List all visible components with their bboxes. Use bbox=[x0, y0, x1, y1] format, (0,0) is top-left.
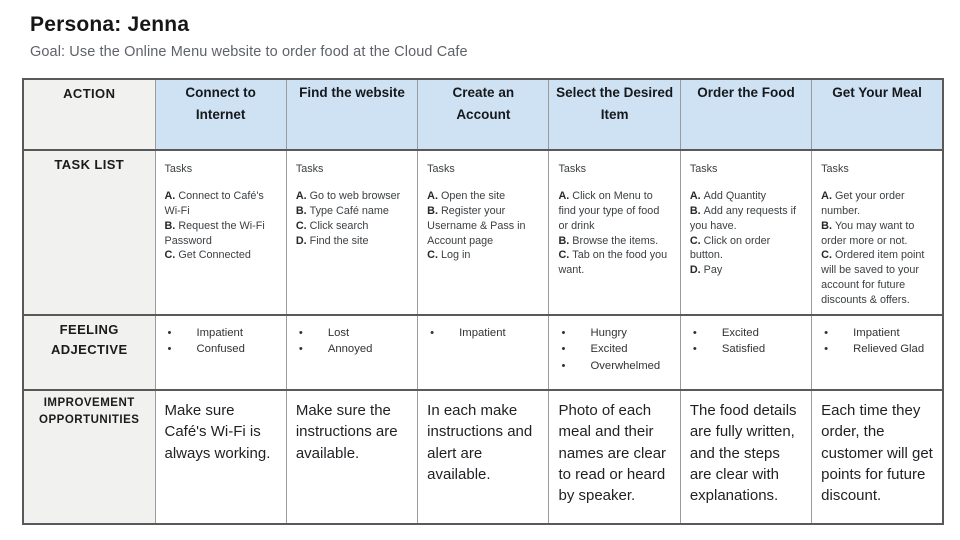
feelings-cell-connect: •Impatient •Confused bbox=[154, 314, 287, 392]
tasks-title: Tasks bbox=[427, 163, 455, 175]
journey-map-table: ACTION Connect to Internet Find the webs… bbox=[22, 78, 944, 526]
feeling-item: •Lost bbox=[299, 325, 413, 341]
tasks-cell-order-food: Tasks A.Add Quantity B.Add any requests … bbox=[679, 148, 813, 317]
improvement-row: IMPROVEMENT OPPORTUNITIES Make sure Café… bbox=[22, 389, 944, 526]
feeling-item: •Overwhelmed bbox=[561, 358, 675, 374]
tasks-title: Tasks bbox=[295, 163, 324, 175]
stage-header-connect: Connect to Internet bbox=[154, 78, 287, 151]
bullet-icon: • bbox=[561, 359, 566, 372]
feeling-item: •Satisfied bbox=[693, 341, 807, 357]
improvement-cell-order-food: The food details are fully written, and … bbox=[679, 389, 813, 526]
bullet-icon: • bbox=[298, 343, 303, 356]
feeling-item: •Hungry bbox=[561, 325, 675, 341]
bullet-icon: • bbox=[167, 327, 172, 340]
task-item: A.Get your order number. bbox=[821, 189, 905, 217]
task-item: B.Add any requests if you have. bbox=[689, 204, 797, 232]
stage-header-create-account: Create an Account bbox=[417, 78, 550, 151]
tasks-cell-get-meal: Tasks A.Get your order number. B.You may… bbox=[811, 148, 944, 317]
task-item: A.Click on Menu to find your type of foo… bbox=[558, 189, 660, 232]
feelings-cell-order-food: •Excited •Satisfied bbox=[679, 314, 813, 392]
feeling-item: •Impatient bbox=[430, 325, 544, 341]
task-item: C.Tab on the food you want. bbox=[558, 249, 668, 277]
improvement-cell-find-website: Make sure the instructions are available… bbox=[285, 389, 419, 526]
tasks-cell-create-account: Tasks A.Open the site B.Register your Us… bbox=[417, 148, 550, 317]
improvement-cell-create-account: In each make instructions and alert are … bbox=[417, 389, 550, 526]
bullet-icon: • bbox=[692, 327, 697, 340]
improvement-cell-get-meal: Each time they order, the customer will … bbox=[811, 389, 944, 526]
task-item: C.Get Connected bbox=[164, 249, 251, 262]
stage-header-find-website: Find the website bbox=[285, 78, 419, 151]
task-item: B.Type Café name bbox=[295, 204, 389, 217]
feelings-cell-get-meal: •Impatient •Relieved Glad bbox=[811, 314, 944, 392]
page-title: Persona: Jenna bbox=[30, 13, 190, 36]
bullet-icon: • bbox=[430, 327, 435, 340]
improvement-cell-connect: Make sure Café's Wi-Fi is always working… bbox=[154, 389, 287, 526]
task-item: A.Open the site bbox=[427, 189, 506, 202]
stage-header-order-food: Order the Food bbox=[679, 78, 813, 151]
task-item: B.Request the Wi-Fi Password bbox=[164, 219, 265, 247]
page-goal: Goal: Use the Online Menu website to ord… bbox=[30, 44, 468, 60]
tasks-title: Tasks bbox=[821, 163, 849, 175]
task-item: D.Pay bbox=[689, 264, 723, 277]
feeling-item: •Excited bbox=[693, 325, 807, 341]
task-item: D.Find the site bbox=[295, 234, 369, 247]
task-item: B.Browse the items. bbox=[558, 234, 659, 247]
tasks-cell-find-website: Tasks A.Go to web browser B.Type Café na… bbox=[285, 148, 419, 317]
row-label-feeling: FEELING ADJECTIVE bbox=[22, 314, 156, 392]
task-item: B.Register your Username & Pass in Accou… bbox=[427, 204, 526, 247]
task-list-row: TASK LIST Tasks A.Connect to Café's Wi-F… bbox=[22, 148, 944, 317]
bullet-icon: • bbox=[692, 343, 697, 356]
feeling-item: •Impatient bbox=[824, 325, 938, 341]
improvement-cell-select-item: Photo of each meal and their names are c… bbox=[548, 389, 681, 526]
row-label-task-list: TASK LIST bbox=[22, 148, 156, 317]
task-item: C.Log in bbox=[427, 249, 471, 262]
action-row: ACTION Connect to Internet Find the webs… bbox=[22, 78, 944, 151]
feeling-item: •Excited bbox=[561, 341, 675, 357]
bullet-icon: • bbox=[561, 327, 566, 340]
tasks-title: Tasks bbox=[558, 163, 587, 175]
row-label-improvement: IMPROVEMENT OPPORTUNITIES bbox=[22, 389, 156, 526]
stage-header-get-meal: Get Your Meal bbox=[811, 78, 944, 151]
task-item: B.You may want to order more or not. bbox=[821, 219, 915, 247]
tasks-title: Tasks bbox=[689, 163, 718, 175]
task-item: C.Click search bbox=[295, 219, 369, 232]
task-item: A.Go to web browser bbox=[295, 189, 401, 202]
feeling-row: FEELING ADJECTIVE •Impatient •Confused •… bbox=[22, 314, 944, 392]
task-item: C.Click on order button. bbox=[689, 234, 771, 262]
bullet-icon: • bbox=[824, 343, 829, 356]
feeling-item: •Confused bbox=[168, 341, 282, 357]
task-item: A.Add Quantity bbox=[689, 189, 767, 202]
feeling-item: •Annoyed bbox=[299, 341, 413, 357]
tasks-title: Tasks bbox=[164, 163, 193, 175]
feelings-cell-create-account: •Impatient bbox=[417, 314, 550, 392]
bullet-icon: • bbox=[167, 343, 172, 356]
feelings-cell-find-website: •Lost •Annoyed bbox=[285, 314, 419, 392]
feeling-item: •Impatient bbox=[168, 325, 282, 341]
task-item: A.Connect to Café's Wi-Fi bbox=[164, 189, 264, 217]
feeling-item: •Relieved Glad bbox=[824, 341, 938, 357]
tasks-cell-select-item: Tasks A.Click on Menu to find your type … bbox=[548, 148, 681, 317]
tasks-cell-connect: Tasks A.Connect to Café's Wi-Fi B.Reques… bbox=[154, 148, 287, 317]
task-item: C.Ordered item point will be saved to yo… bbox=[821, 249, 925, 307]
bullet-icon: • bbox=[824, 327, 829, 340]
bullet-icon: • bbox=[561, 343, 566, 356]
bullet-icon: • bbox=[298, 327, 303, 340]
feelings-cell-select-item: •Hungry •Excited •Overwhelmed bbox=[548, 314, 681, 392]
row-label-action: ACTION bbox=[22, 78, 156, 151]
stage-header-select-item: Select the Desired Item bbox=[548, 78, 681, 151]
